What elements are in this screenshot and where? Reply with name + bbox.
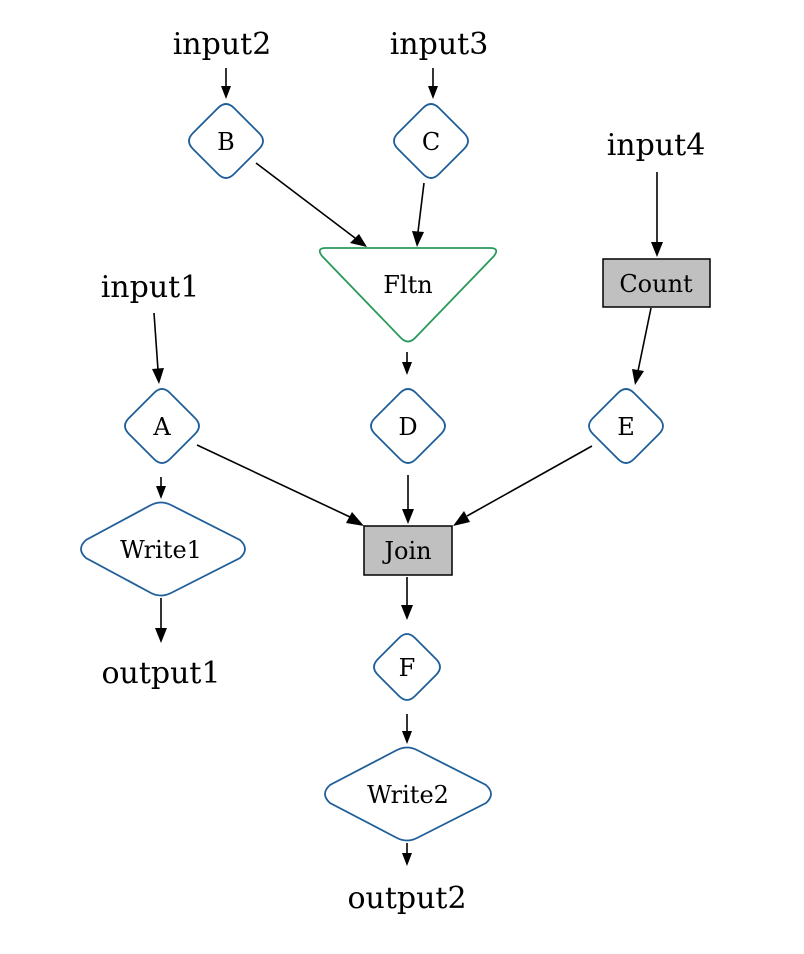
edge-c-fltn	[417, 182, 425, 233]
node-write2-shape	[324, 746, 492, 842]
input3-label: input3	[390, 27, 489, 62]
node-write2[interactable]: Write2	[324, 746, 492, 842]
node-write2-label: Write2	[367, 781, 449, 809]
arrowhead-d-join	[402, 509, 414, 524]
node-d-label: D	[398, 413, 417, 441]
node-f[interactable]: F	[373, 633, 441, 701]
arrowhead-input4-count	[651, 242, 663, 257]
output1-label: output1	[101, 656, 220, 691]
node-fltn-label: Fltn	[383, 271, 432, 299]
node-count[interactable]: Count	[602, 258, 711, 308]
output2-label: output2	[347, 881, 466, 916]
node-b-shape	[188, 103, 264, 179]
arrowhead-input1-a	[152, 368, 164, 384]
arrowhead-input2-b	[221, 86, 231, 99]
node-e-shape	[588, 388, 664, 464]
node-f-label: F	[399, 654, 416, 682]
node-b-label: B	[217, 128, 235, 156]
node-d-shape	[370, 388, 446, 464]
node-a[interactable]: A	[124, 388, 200, 464]
edge-b-fltn	[255, 162, 356, 239]
node-c-shape	[393, 103, 469, 179]
arrowhead-count-e	[632, 369, 644, 385]
edges	[152, 68, 663, 866]
node-b[interactable]: B	[188, 103, 264, 179]
node-e[interactable]: E	[588, 388, 664, 464]
node-join-label: Join	[381, 537, 431, 565]
node-write1-shape	[80, 501, 246, 597]
node-count-shape	[602, 258, 711, 308]
node-fltn[interactable]: Fltn	[318, 247, 498, 343]
edge-count-e	[637, 307, 652, 372]
node-d[interactable]: D	[370, 388, 446, 464]
node-a-label: A	[152, 413, 171, 441]
arrowhead-input3-c	[428, 86, 438, 99]
node-c-label: C	[422, 128, 440, 156]
arrowhead-c-fltn	[412, 231, 424, 247]
arrowhead-a-join	[346, 512, 364, 526]
node-f-shape	[373, 633, 441, 701]
arrowhead-fltn-d	[402, 362, 412, 375]
edge-a-join	[196, 444, 351, 518]
node-write1-label: Write1	[120, 536, 202, 564]
node-fltn-shape	[318, 247, 498, 343]
node-join-shape	[363, 525, 453, 576]
arrowhead-write2-output2	[402, 853, 412, 866]
node-c[interactable]: C	[393, 103, 469, 179]
input1-label: input1	[101, 270, 200, 305]
node-e-label: E	[617, 413, 635, 441]
arrowhead-e-join	[453, 511, 470, 526]
arrowhead-write1-output1	[155, 628, 167, 643]
arrowhead-b-fltn	[350, 234, 367, 247]
input4-label: input4	[607, 128, 706, 163]
input2-label: input2	[173, 27, 272, 62]
node-a-shape	[124, 388, 200, 464]
edge-e-join	[466, 445, 593, 517]
node-write1[interactable]: Write1	[80, 501, 246, 597]
edge-input1-a	[153, 312, 159, 371]
arrowhead-f-write2	[402, 731, 412, 744]
arrowhead-join-f	[401, 605, 413, 620]
node-join[interactable]: Join	[363, 525, 453, 576]
arrowhead-a-write1	[156, 486, 166, 499]
node-count-label: Count	[619, 270, 693, 298]
